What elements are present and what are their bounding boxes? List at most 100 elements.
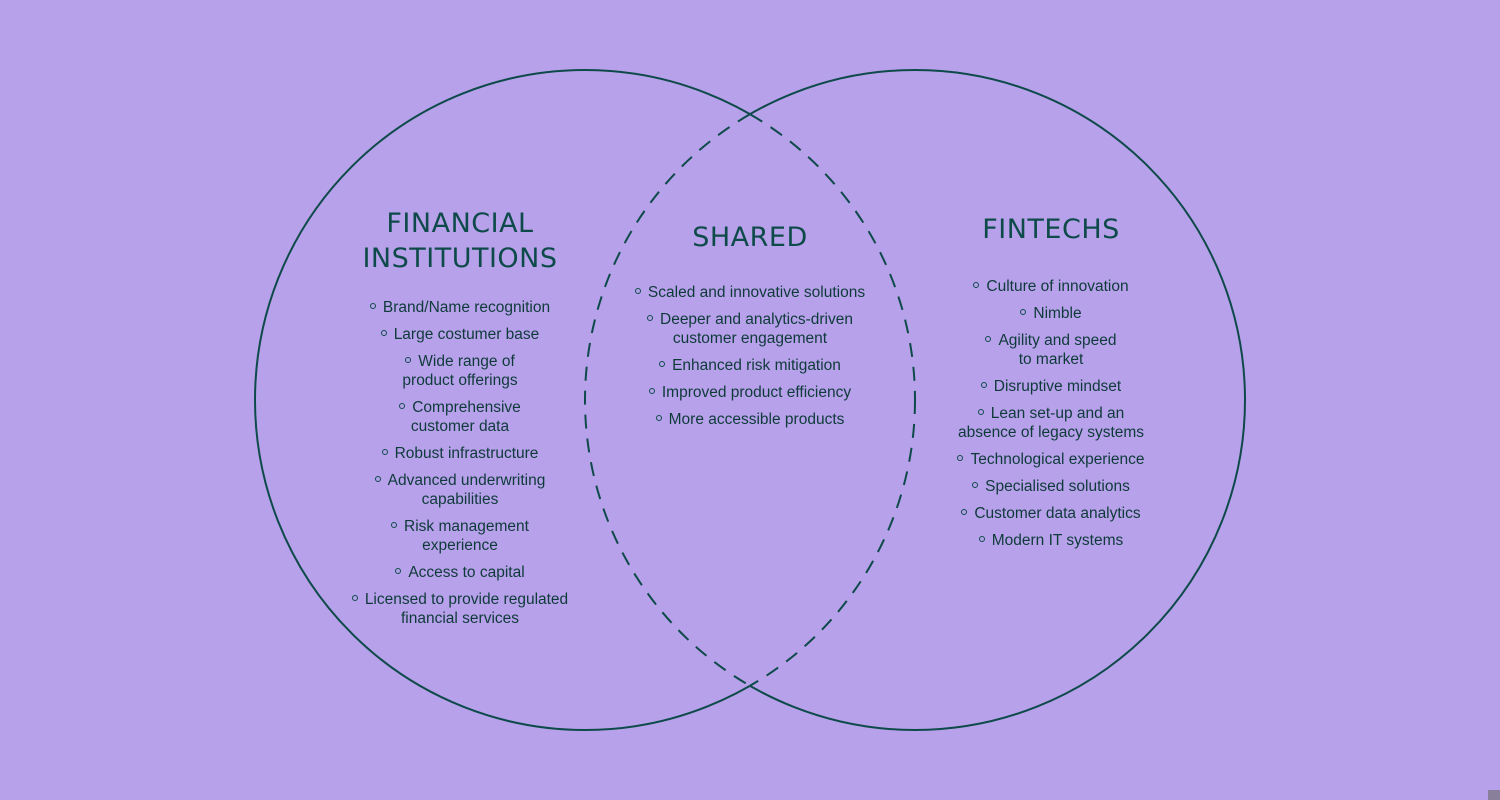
list-item-line: Risk management xyxy=(404,518,529,535)
bullet-icon xyxy=(351,594,358,601)
left-circle-overlap-dashed xyxy=(585,70,916,730)
bullet-icon xyxy=(978,535,985,542)
set-title-line: FINTECHS xyxy=(982,214,1120,245)
list-item-text: Scaled and innovative solutions xyxy=(600,283,900,302)
list-item-text: Enhanced risk mitigation xyxy=(600,356,900,375)
bullet-icon xyxy=(405,356,412,363)
bullet-icon xyxy=(399,402,406,409)
list-item-text: Comprehensive xyxy=(330,398,590,417)
list-item-text: Deeper and analytics-driven xyxy=(600,310,900,329)
bullet-icon xyxy=(961,508,968,515)
list-item-line: Disruptive mindset xyxy=(993,378,1122,395)
list-item-line: Robust infrastructure xyxy=(394,445,539,462)
list-item-text: financial services xyxy=(330,609,590,628)
list-item-line: Comprehensive xyxy=(412,399,521,416)
bullet-icon xyxy=(980,381,987,388)
list-item-line: customer data xyxy=(410,418,510,435)
list-item: Technological experience xyxy=(920,450,1182,469)
list-item-line: Enhanced risk mitigation xyxy=(672,357,841,374)
bullet-icon xyxy=(369,302,376,309)
list-item-text: Technological experience xyxy=(920,450,1182,469)
list-item-text: to market xyxy=(920,350,1182,369)
set-title-line: INSTITUTIONS xyxy=(362,243,558,274)
list-item: Enhanced risk mitigation xyxy=(600,356,900,375)
list-item: Wide range of product offerings xyxy=(330,352,590,390)
list-item-text: Lean set-up and an xyxy=(920,404,1182,423)
list-item-text: Culture of innovation xyxy=(920,277,1182,296)
list-item-text: Access to capital xyxy=(330,563,590,582)
bullet-icon xyxy=(985,335,992,342)
list-item-line: Improved product efficiency xyxy=(661,384,852,401)
list-item-line: financial services xyxy=(400,610,520,627)
list-item-text: Modern IT systems xyxy=(920,531,1182,550)
bullet-icon xyxy=(648,387,655,394)
list-item-text: Risk management xyxy=(330,517,590,536)
bullet-icon xyxy=(391,521,398,528)
list-item-text: capabilities xyxy=(330,490,590,509)
list-item-text: absence of legacy systems xyxy=(920,423,1182,442)
list-item: Robust infrastructure xyxy=(330,444,590,463)
list-item-line: Licensed to provide regulated xyxy=(364,591,569,608)
list-item: Culture of innovation xyxy=(920,277,1182,296)
list-item-line: Modern IT systems xyxy=(991,532,1124,549)
list-item-text: Robust infrastructure xyxy=(330,444,590,463)
list-item-line: Technological experience xyxy=(970,451,1145,468)
list-item-line: Culture of innovation xyxy=(986,278,1129,295)
list-item-text: Licensed to provide regulated xyxy=(330,590,590,609)
list-item: Large costumer base xyxy=(330,325,590,344)
bullet-icon xyxy=(655,414,662,421)
list-item-line: product offerings xyxy=(402,372,518,389)
list-item-text: customer data xyxy=(330,417,590,436)
list-item-text: Advanced underwriting xyxy=(330,471,590,490)
list-item: Modern IT systems xyxy=(920,531,1182,550)
bullet-icon xyxy=(380,329,387,336)
bullet-icon xyxy=(659,360,666,367)
list-item: Agility and speed to market xyxy=(920,331,1182,369)
list-item: Access to capital xyxy=(330,563,590,582)
list-item-line: Deeper and analytics-driven xyxy=(660,311,853,328)
bullet-icon xyxy=(381,448,388,455)
list-item-line: Customer data analytics xyxy=(974,505,1141,522)
list-item: Customer data analytics xyxy=(920,504,1182,523)
set-title: FINTECHS xyxy=(920,212,1182,247)
list-item-line: Access to capital xyxy=(408,564,525,581)
bullet-icon xyxy=(1020,308,1027,315)
bullet-icon xyxy=(395,567,402,574)
list-item: Specialised solutions xyxy=(920,477,1182,496)
list-item-line: absence of legacy systems xyxy=(957,424,1145,441)
list-item-line: to market xyxy=(1018,351,1084,368)
set-financial-institutions: FINANCIAL INSTITUTIONS Brand/Name recogn… xyxy=(330,206,590,636)
list-item-text: Agility and speed xyxy=(920,331,1182,350)
bullet-icon xyxy=(647,314,653,321)
list-item-line: Wide range of xyxy=(418,353,515,370)
list-item-line: Scaled and innovative solutions xyxy=(647,284,866,301)
list-item-text: Nimble xyxy=(920,304,1182,323)
list-item-text: Improved product efficiency xyxy=(600,383,900,402)
list-item-text: Large costumer base xyxy=(330,325,590,344)
list-item: Improved product efficiency xyxy=(600,383,900,402)
list-item-line: Lean set-up and an xyxy=(990,405,1125,422)
list-item: Risk management experience xyxy=(330,517,590,555)
list-item: More accessible products xyxy=(600,410,900,429)
right-circle-overlap-dashed xyxy=(584,70,915,730)
list-item-text: Brand/Name recognition xyxy=(330,298,590,317)
list-item: Comprehensive customer data xyxy=(330,398,590,436)
list-item-text: Specialised solutions xyxy=(920,477,1182,496)
bullet-icon xyxy=(972,481,979,488)
list-item-line: experience xyxy=(422,537,498,554)
list-item: Disruptive mindset xyxy=(920,377,1182,396)
list-item-line: Large costumer base xyxy=(393,326,540,343)
list-item-line: Nimble xyxy=(1033,305,1082,322)
bullet-icon xyxy=(374,475,381,482)
bullet-icon xyxy=(977,408,984,415)
bullet-icon xyxy=(957,454,964,461)
corner-mark xyxy=(1488,790,1500,800)
list-item-line: Brand/Name recognition xyxy=(382,299,551,316)
list-item-line: Agility and speed xyxy=(998,332,1117,349)
